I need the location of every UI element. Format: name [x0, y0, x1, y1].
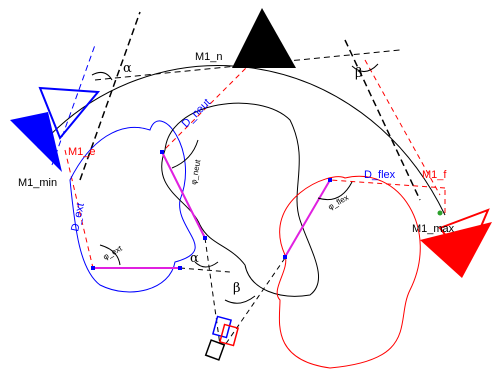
red-dash-neut — [161, 61, 253, 153]
lower-dash-horiz — [179, 267, 231, 273]
endpoint-marker — [91, 266, 95, 270]
label-d-ext: D_ext — [69, 202, 87, 233]
foot-shapes — [204, 315, 240, 361]
red-dash-right — [364, 59, 441, 196]
label-phi-neut: φ_neut — [189, 158, 202, 185]
alpha-line-left — [79, 11, 141, 181]
label-m1-n: M1_n — [195, 51, 223, 63]
flexion-trajectory — [276, 175, 421, 369]
m1-n-triangle — [232, 8, 296, 68]
label-m1-f: M1_f — [422, 169, 447, 181]
m1-min-triangle-outline — [38, 86, 101, 140]
phi-flex-arc — [317, 181, 353, 201]
label-beta-top: β — [355, 66, 363, 81]
blue-dash-left — [51, 44, 96, 166]
neutral-segment — [161, 151, 206, 239]
label-phi-flex: φ_flex — [327, 193, 351, 212]
label-m1-min: M1_min — [18, 177, 57, 189]
label-alpha-mid: α — [190, 251, 199, 266]
m1-min-triangle-filled — [10, 112, 62, 172]
endpoint-marker — [283, 255, 287, 259]
endpoint-marker — [328, 178, 332, 182]
label-alpha-top: α — [123, 61, 132, 76]
lower-dash-right — [224, 257, 286, 346]
alpha-arc-mid — [194, 261, 219, 268]
phi-ext-arc — [99, 244, 121, 266]
red-dash-ext — [64, 149, 94, 269]
lower-dash-left — [204, 237, 221, 346]
beta-arc-top — [351, 63, 379, 72]
m1-max-triangle-filled — [420, 222, 492, 278]
label-m1-max: M1_max — [412, 223, 455, 235]
extension-trajectory — [69, 120, 196, 293]
endpoint-marker — [203, 236, 207, 240]
beta-arc-mid — [224, 295, 256, 304]
endpoint-marker — [160, 150, 164, 154]
endpoint-marker — [178, 266, 182, 270]
neutral-trajectory — [161, 102, 320, 297]
beta-line-right — [344, 39, 421, 201]
ground-point — [437, 210, 443, 216]
alpha-arc-top — [91, 71, 113, 81]
label-d-neut: D_neut — [180, 97, 214, 131]
flexion-segment — [284, 179, 331, 258]
label-beta-mid: β — [233, 281, 241, 296]
guide-arc — [37, 65, 446, 216]
label-d-flex: D_flex — [364, 169, 396, 181]
phi-neut-arc — [171, 139, 199, 169]
label-m1-e: M1_e — [68, 146, 96, 158]
